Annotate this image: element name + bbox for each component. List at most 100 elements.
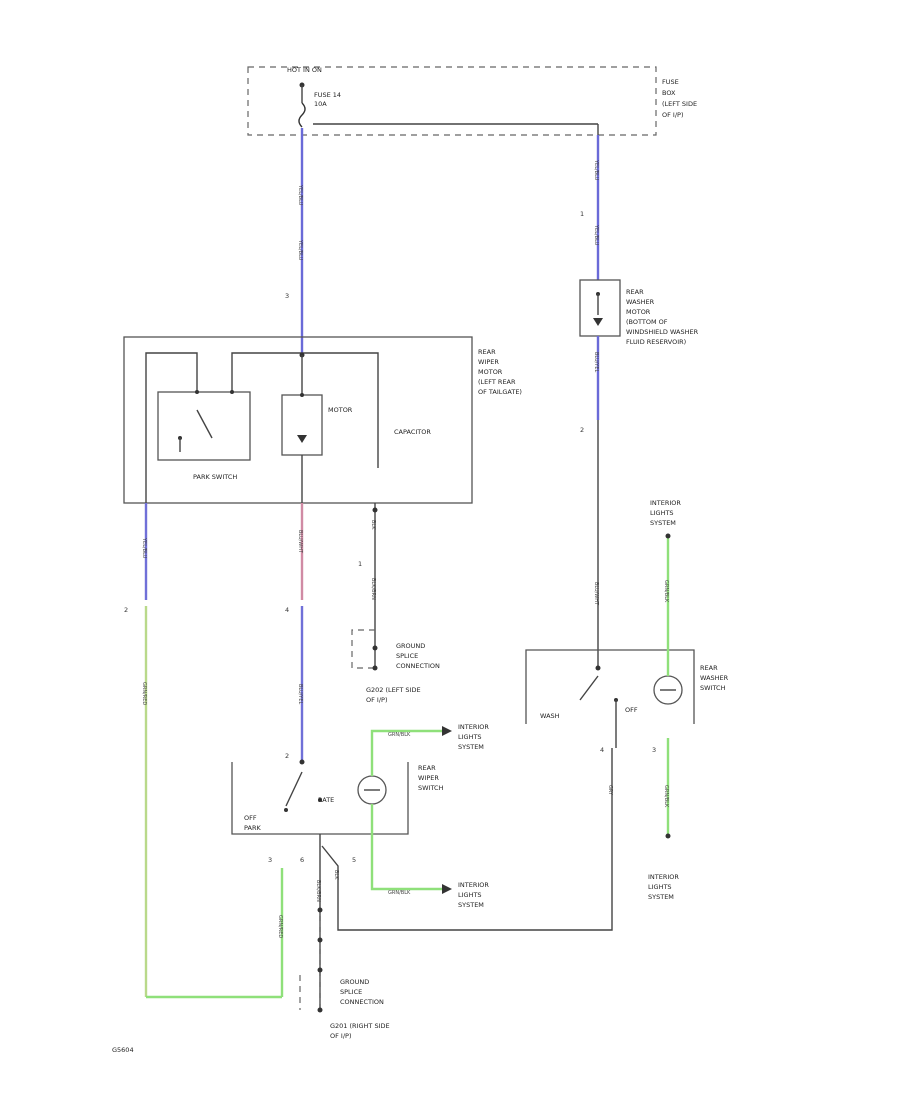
washer-switch-box <box>525 649 695 724</box>
wire-label-grn-blk-3: GRN/BLK <box>663 580 669 603</box>
wire-label-yel-blu-5: YEL/BLU <box>141 537 147 559</box>
washer-switch-contact <box>579 675 599 701</box>
fuse-box-loc-1: FUSE <box>662 78 679 86</box>
wiper-switch-contact <box>285 771 303 807</box>
washer-switch-label-1: REAR <box>700 664 718 672</box>
wiper-switch-label-1: REAR <box>418 764 436 772</box>
interior-lights-4-l1: INTERIOR <box>648 873 679 881</box>
wire-wiper-lamp-down <box>370 804 442 891</box>
park-switch-terminal <box>195 390 199 394</box>
washer-motor-label-2: WASHER <box>626 298 655 306</box>
wiper-switch-label-2: WIPER <box>418 774 439 782</box>
washer-switch-label-2: WASHER <box>700 674 729 682</box>
interior-lights-4-l3: SYSTEM <box>648 893 674 901</box>
interior-lights-3-l3: SYSTEM <box>650 519 676 527</box>
fuse-box-loc-2: BOX <box>662 89 676 97</box>
wiper-switch-park: PARK <box>244 824 261 832</box>
motor-label: MOTOR <box>328 406 353 414</box>
park-switch-contact <box>196 409 213 439</box>
park-switch-label: PARK SWITCH <box>193 473 237 481</box>
wire-label-grn-blk-4: GRN/BLK <box>663 785 669 808</box>
wiper-switch-common <box>299 759 305 765</box>
washer-switch-off: OFF <box>625 706 638 714</box>
motor-box <box>281 394 323 456</box>
wiper-switch-off: OFF <box>244 814 257 822</box>
wire-label-yel-blu-3: YEL/BLU <box>593 159 599 181</box>
washer-motor-label-1: REAR <box>626 288 644 296</box>
interior-lights-1-l1: INTERIOR <box>458 723 489 731</box>
wiper-motor-box <box>123 336 473 504</box>
pin-washer-switch-4: 4 <box>600 746 604 754</box>
pin-wiper-switch-2: 2 <box>285 752 289 760</box>
fuse-14-symbol <box>298 102 306 128</box>
interior-lights-2-l3: SYSTEM <box>458 901 484 909</box>
splice-lower-label-5: OF I/P) <box>330 1032 351 1040</box>
splice-upper-label-3: CONNECTION <box>396 662 440 670</box>
washer-switch-common <box>595 665 601 671</box>
wiper-switch-rate: RATE <box>318 796 334 804</box>
fuse-14-rating: 10A <box>314 100 327 108</box>
capacitor-label: CAPACITOR <box>394 428 431 436</box>
fuse-box-loc-3: (LEFT SIDE <box>662 100 697 108</box>
pin-wiper-switch-5: 5 <box>352 856 356 864</box>
figure-id: G5604 <box>112 1046 134 1054</box>
wire-label-blk-1: BLK <box>370 520 376 530</box>
wire-label-blk-brn-1: BLK/BRN <box>370 578 376 600</box>
park-switch-box <box>157 391 251 461</box>
pin-washer-motor-2: 2 <box>580 426 584 434</box>
wire-label-yel-blu-1: YEL/BLU <box>297 184 303 206</box>
wire-label-grn-red: GRN/RED <box>141 682 147 705</box>
wire-label-blu-wht-1: BLU/WHT <box>593 582 599 606</box>
splice-lower-label-4: G201 (RIGHT SIDE <box>330 1022 390 1030</box>
splice-upper-label-2: SPLICE <box>396 652 418 660</box>
pin-wiper-switch-6: 6 <box>300 856 304 864</box>
motor-symbol <box>297 435 307 443</box>
washer-switch-wash: WASH <box>540 712 560 720</box>
wire-label-blu-wht-2: BLU/WHT <box>297 530 303 554</box>
interior-lights-3-l1: INTERIOR <box>650 499 681 507</box>
interior-lights-3-l2: LIGHTS <box>650 509 674 517</box>
fuse-14-label: FUSE 14 <box>314 91 341 99</box>
wire-label-blk-brn-2: BLK/BRN <box>315 880 321 902</box>
washer-motor-label-6: FLUID RESERVOIR) <box>626 338 686 346</box>
fuse-box-loc-4: OF I/P) <box>662 111 683 119</box>
pin-wiper-gnd-1: 1 <box>358 560 362 568</box>
wiper-motor-label-3: MOTOR <box>478 368 503 376</box>
wiper-motor-label-5: OF TAILGATE) <box>478 388 522 396</box>
wire-label-blu-yel-1: BLU/YEL <box>593 352 599 373</box>
wiper-motor-label-2: WIPER <box>478 358 499 366</box>
fuse-box-outline <box>247 66 657 136</box>
fuse-hot-label: HOT IN ON <box>287 66 322 74</box>
washer-motor-label-3: MOTOR <box>626 308 651 316</box>
pin-washer-switch-3: 3 <box>652 746 656 754</box>
wire-label-blk-2: BLK <box>333 870 339 880</box>
splice-lower-label-1: GROUND <box>340 978 369 986</box>
wire-wiper-switch-to-washer <box>321 748 613 931</box>
wire-label-grn-blk-2: GRN/BLK <box>388 890 411 896</box>
interior-lights-2-l2: LIGHTS <box>458 891 482 899</box>
washer-motor-symbol <box>593 318 603 326</box>
wire-label-yel-blu-2: YEL/BLU <box>297 239 303 261</box>
pin-wiper-motor-3: 3 <box>285 292 289 300</box>
washer-motor-label-4: (BOTTOM OF <box>626 318 668 326</box>
pin-wiper-switch-3: 3 <box>268 856 272 864</box>
washer-motor-box <box>579 279 621 337</box>
wire-label-grn-blk-1: GRN/BLK <box>388 732 411 738</box>
splice-upper-dashed <box>351 629 375 669</box>
wire-label-yel-blu-4: YEL/BLU <box>593 224 599 246</box>
interior-lights-1-l2: LIGHTS <box>458 733 482 741</box>
washer-motor-label-5: WINDSHIELD WASHER <box>626 328 699 336</box>
interior-lights-2-l1: INTERIOR <box>458 881 489 889</box>
washer-switch-label-3: SWITCH <box>700 684 726 692</box>
interior-lights-1-l3: SYSTEM <box>458 743 484 751</box>
wire-wiper-lamp-up <box>370 729 442 776</box>
splice-upper-label-1: GROUND <box>396 642 425 650</box>
wiper-switch-label-3: SWITCH <box>418 784 444 792</box>
splice-upper-label-4: G202 (LEFT SIDE <box>366 686 421 694</box>
splice-upper-label-5: OF I/P) <box>366 696 387 704</box>
wire-label-grn-red-2: GRN/RED <box>277 915 283 938</box>
pin-wiper-left-2: 2 <box>124 606 128 614</box>
wiper-motor-label-4: (LEFT REAR <box>478 378 516 386</box>
splice-lower-label-3: CONNECTION <box>340 998 384 1006</box>
